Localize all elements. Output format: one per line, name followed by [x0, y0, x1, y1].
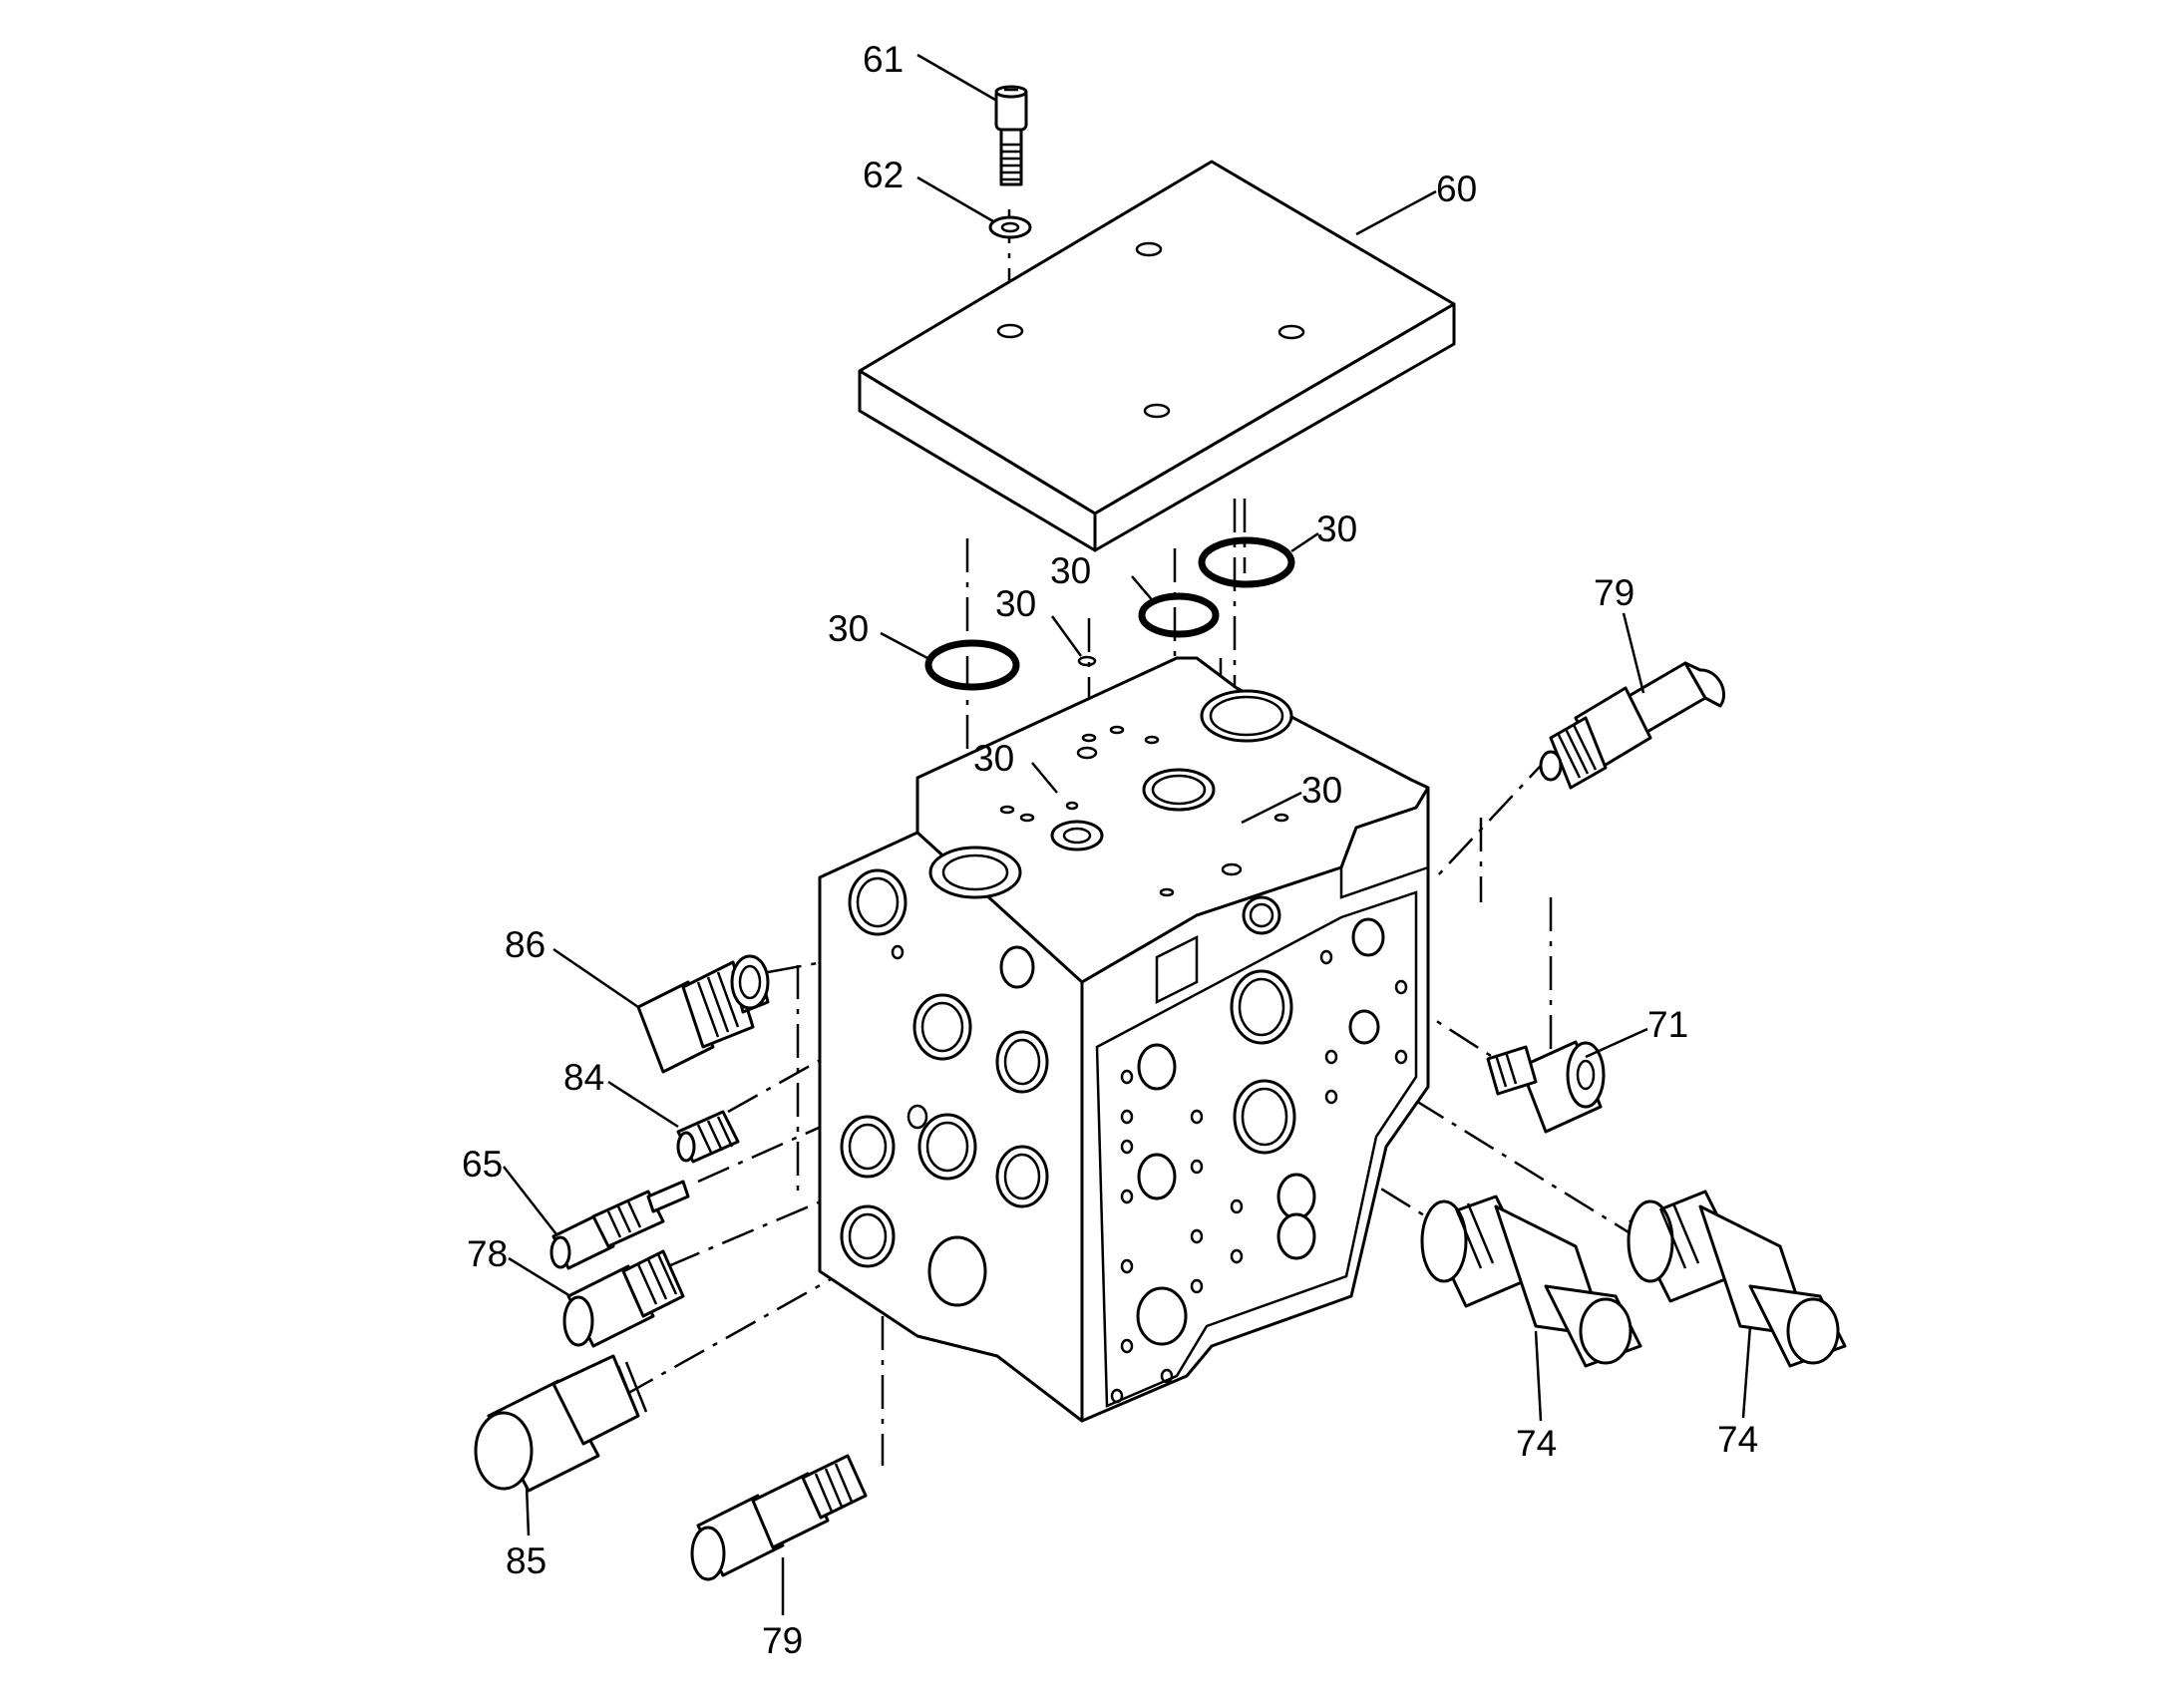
callout-71: 71	[1647, 1004, 1688, 1045]
valve-65	[549, 1180, 690, 1270]
callout-30-mid: 30	[973, 738, 1014, 779]
callout-62: 62	[863, 155, 904, 195]
callout-labels: 61 62 60 30 30 30 30 30 30 79 86 84 65 7…	[462, 39, 1758, 1661]
callout-79-lower: 79	[762, 1620, 803, 1661]
cover-plate-60	[858, 160, 1456, 552]
cartridge-valve-79-upper	[1539, 661, 1725, 790]
callout-30-right-top: 30	[1316, 509, 1357, 549]
leader-lines	[503, 53, 1752, 1615]
callout-79-upper: 79	[1594, 572, 1635, 613]
relief-valve-85	[474, 1354, 648, 1493]
callout-30-center: 30	[1050, 550, 1091, 591]
washer-62	[988, 215, 1032, 239]
relief-valve-74-right	[1627, 1190, 1847, 1368]
plug-86	[636, 954, 770, 1074]
callout-61: 61	[863, 39, 904, 80]
cartridge-valve-79-lower	[690, 1454, 868, 1581]
callout-84: 84	[563, 1057, 604, 1098]
callout-78: 78	[467, 1233, 508, 1274]
callout-74-left: 74	[1516, 1423, 1557, 1464]
cap-screw-61	[994, 85, 1028, 186]
callout-30-right-small: 30	[1301, 770, 1342, 811]
callout-30-small-top: 30	[995, 583, 1036, 624]
relief-valve-74-left	[1420, 1195, 1642, 1368]
callout-30-left: 30	[828, 608, 869, 649]
callout-65: 65	[462, 1144, 503, 1185]
plug-84	[676, 1110, 740, 1164]
callout-85: 85	[506, 1540, 546, 1581]
fitting-71	[1486, 1040, 1606, 1134]
callout-86: 86	[505, 924, 545, 965]
valve-block	[818, 656, 1430, 1423]
valve-78	[562, 1249, 685, 1348]
callout-74-right: 74	[1717, 1419, 1758, 1460]
callout-60: 60	[1436, 169, 1477, 209]
